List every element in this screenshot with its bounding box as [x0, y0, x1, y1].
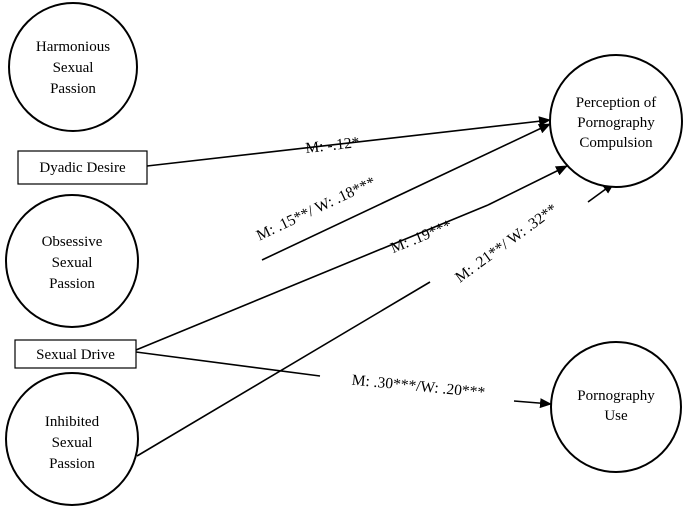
edge-inhibited-to-compulsion-a	[136, 281, 431, 457]
node-label-line: Compulsion	[579, 135, 653, 151]
box-shape	[14, 339, 137, 369]
circle-shape	[549, 54, 683, 188]
edge-drive-to-use-b	[513, 398, 552, 409]
node-label-line: Obsessive	[42, 234, 103, 250]
node-label-line: Perception of	[576, 95, 656, 111]
edge-obsessive-to-compulsion	[261, 123, 551, 261]
edge-dyadic-to-compulsion	[146, 116, 551, 167]
node-label-line: Sexual	[53, 60, 94, 76]
node-inhibited-passion: Inhibited Sexual Passion	[5, 372, 139, 506]
node-perception-compulsion: Perception of Pornography Compulsion	[549, 54, 683, 188]
node-label-line: Sexual	[52, 435, 93, 451]
node-label-line: Passion	[49, 276, 95, 292]
circle-shape	[5, 194, 139, 328]
node-label-line: Inhibited	[45, 414, 100, 430]
edge-drive-to-use-a	[135, 351, 321, 377]
path-label-drive-to-compulsion: M: .19***	[388, 217, 454, 257]
edge-drive-to-compulsion-b	[487, 165, 568, 206]
node-label: Dyadic Desire	[39, 160, 126, 176]
path-label-dyadic-to-compulsion: M: -.12*	[305, 134, 361, 157]
circle-shape	[550, 341, 682, 473]
node-pornography-use: Pornography Use	[550, 341, 682, 473]
edge-drive-to-compulsion-a	[135, 204, 489, 351]
circle-shape	[8, 2, 138, 132]
node-label: Sexual Drive	[36, 347, 115, 363]
node-label-line: Pornography	[577, 388, 655, 404]
path-label-drive-to-use: M: .30***/W: .20***	[351, 372, 486, 402]
node-label-line: Use	[604, 408, 628, 424]
node-label-line: Harmonious	[36, 39, 110, 55]
node-label-line: Pornography	[577, 115, 655, 131]
node-label-line: Sexual	[52, 255, 93, 271]
node-label-line: Passion	[49, 456, 95, 472]
node-harmonious-passion: Harmonious Sexual Passion	[8, 2, 138, 132]
node-obsessive-passion: Obsessive Sexual Passion	[5, 194, 139, 328]
node-label-line: Passion	[50, 81, 96, 97]
node-dyadic-desire: Dyadic Desire	[17, 150, 148, 185]
box-shape	[17, 150, 148, 185]
node-sexual-drive: Sexual Drive	[14, 339, 137, 369]
circle-shape	[5, 372, 139, 506]
